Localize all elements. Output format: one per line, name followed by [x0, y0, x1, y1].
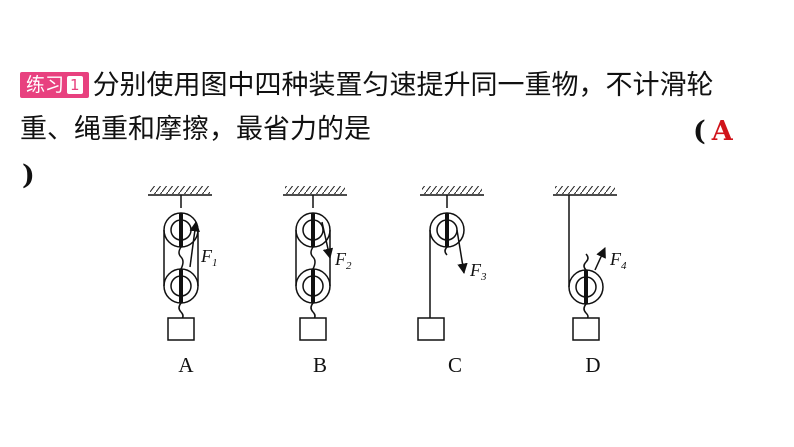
- answer-close-paren: ): [22, 160, 35, 191]
- answer-open-paren: (: [693, 116, 706, 147]
- force-label-a: F1: [200, 246, 218, 269]
- diagram-c: [417, 186, 484, 341]
- force-label-b: F2: [334, 249, 352, 272]
- answer-letter: A: [711, 116, 733, 147]
- hook: [178, 246, 184, 270]
- exercise-tag-label: 练习: [26, 74, 65, 96]
- diagram-d: [553, 186, 617, 341]
- weight-block: [572, 317, 600, 341]
- weight-block: [417, 317, 445, 341]
- diagram-a: [148, 186, 212, 341]
- force-arrow: [189, 220, 200, 268]
- force-label-c: F3: [469, 260, 487, 283]
- force-arrow: [594, 247, 606, 271]
- force-label-d: F4: [609, 249, 627, 272]
- diagram-label-c: C: [448, 353, 462, 377]
- diagram-label-b: B: [313, 353, 327, 377]
- weight-block: [167, 317, 195, 341]
- ceiling-hatch: [285, 186, 345, 194]
- question-text: 分别使用图中四种装置匀速提升同一重物，不计滑轮重、绳重和摩擦，最省力的是: [20, 70, 714, 145]
- hook: [444, 246, 448, 256]
- force-arrow: [456, 229, 468, 275]
- ceiling-hatch: [555, 186, 615, 194]
- ceiling-hatch: [150, 186, 210, 194]
- hook: [310, 246, 316, 270]
- hook: [583, 303, 589, 320]
- force-arrow: [321, 221, 334, 260]
- diagram-b: [283, 186, 347, 341]
- diagram-label-a: A: [178, 353, 194, 377]
- exercise-tag-number: 1: [67, 76, 83, 94]
- weight-block: [299, 317, 327, 341]
- diagram-label-d: D: [585, 353, 600, 377]
- answer-bracket: (A: [693, 110, 733, 154]
- hook: [583, 253, 589, 271]
- ceiling-hatch: [422, 186, 482, 194]
